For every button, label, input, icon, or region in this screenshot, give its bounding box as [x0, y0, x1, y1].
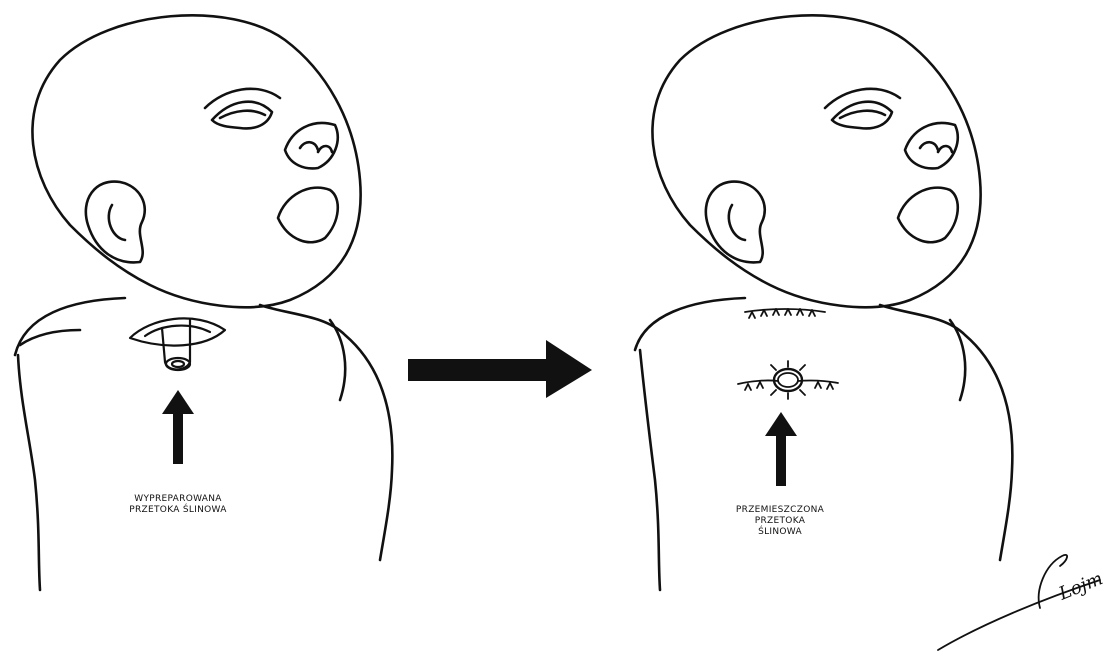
- after-nose: [905, 123, 958, 168]
- before-label-line-1: WYPREPAROWANA: [118, 494, 238, 505]
- before-ear: [86, 182, 145, 263]
- signature-text: Lojm: [1055, 568, 1104, 605]
- before-mouth: [278, 188, 338, 243]
- after-closed-incision: [745, 309, 825, 318]
- after-label: PRZEMIESZCZONA PRZETOKA ŚLINOWA: [720, 505, 840, 538]
- before-nose: [285, 123, 338, 168]
- before-pointer-arrow: [162, 390, 194, 464]
- before-label: WYPREPAROWANA PRZETOKA ŚLINOWA: [118, 494, 238, 516]
- after-label-line-1: PRZEMIESZCZONA: [720, 505, 840, 516]
- before-label-line-2: PRZETOKA ŚLINOWA: [118, 505, 238, 516]
- transition-arrow: [408, 340, 592, 398]
- after-mouth: [898, 188, 958, 243]
- after-pointer-arrow: [765, 412, 797, 486]
- after-head-outline: [652, 15, 980, 307]
- after-ear: [706, 182, 765, 263]
- after-relocated-fistula: [738, 361, 838, 399]
- before-head-outline: [32, 15, 360, 307]
- before-torso-outline: [15, 298, 392, 560]
- after-infant-figure: [635, 15, 1012, 590]
- artist-signature: Lojm: [938, 555, 1104, 650]
- after-label-line-3: ŚLINOWA: [720, 527, 840, 538]
- before-fistula: [130, 318, 225, 370]
- after-label-line-2: PRZETOKA: [720, 516, 840, 527]
